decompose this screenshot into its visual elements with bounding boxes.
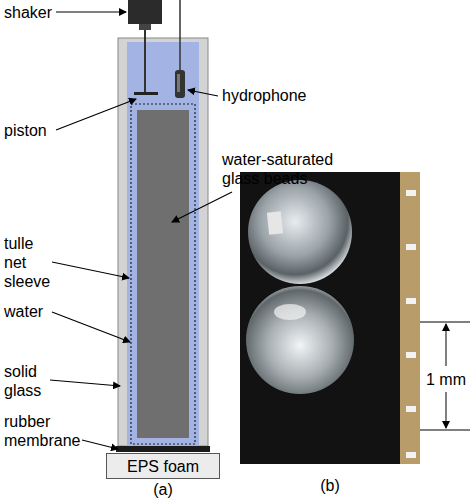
rubber-membrane [116, 446, 210, 452]
leader-arrow [56, 99, 136, 130]
ruler-tick [406, 244, 416, 250]
dimension-arrow [446, 392, 447, 428]
glass-bead-pack [137, 110, 189, 438]
ruler-ticks [406, 190, 416, 458]
dimension-line [420, 322, 470, 323]
ruler-tick [406, 190, 416, 196]
part-label: shaker [4, 3, 64, 22]
panel-label: (a) [133, 480, 193, 499]
piston-rod [144, 30, 146, 93]
glass-bead [248, 180, 352, 284]
bead-highlight [274, 304, 306, 320]
leader-arrow [82, 440, 118, 449]
ruler-tick [406, 298, 416, 304]
bead-photo [240, 172, 420, 464]
part-label: tulle net sleeve [4, 234, 50, 291]
glass-bead [246, 286, 354, 394]
leader-arrow [50, 380, 120, 386]
shaker-neck [139, 24, 151, 30]
part-label: rubber membrane [4, 412, 84, 450]
ruler-tick [406, 352, 416, 358]
hydrophone-body [175, 70, 185, 98]
panel-label: (b) [300, 476, 360, 495]
foam-base-box: EPS foam [106, 453, 220, 479]
ruler-tick [406, 406, 416, 412]
box-label: EPS foam [127, 457, 199, 476]
solid-glass-tube [118, 38, 208, 446]
leader-arrow [52, 262, 129, 278]
shaker-body [128, 0, 162, 24]
leader-arrow [56, 11, 126, 12]
ruler-tick [406, 452, 416, 458]
dimension-line [420, 430, 470, 431]
leader-arrow [52, 312, 130, 342]
leader-arrow [172, 192, 232, 222]
hydrophone-wire [179, 0, 181, 70]
dimension-arrow [446, 324, 447, 366]
ruler [400, 172, 420, 464]
part-label: solid glass [4, 362, 52, 400]
piston-plate [134, 92, 158, 95]
part-label: piston [4, 121, 64, 140]
water-column [127, 42, 199, 446]
hydrophone-shine [177, 74, 180, 92]
part-label: water [4, 302, 64, 321]
dimension-label: 1 mm [422, 370, 470, 389]
part-label: hydrophone [222, 86, 332, 105]
bead-reflection [267, 211, 283, 234]
part-label: water-saturated glass beads [222, 150, 362, 188]
tulle-net [131, 104, 195, 444]
leader-arrow [188, 90, 218, 96]
